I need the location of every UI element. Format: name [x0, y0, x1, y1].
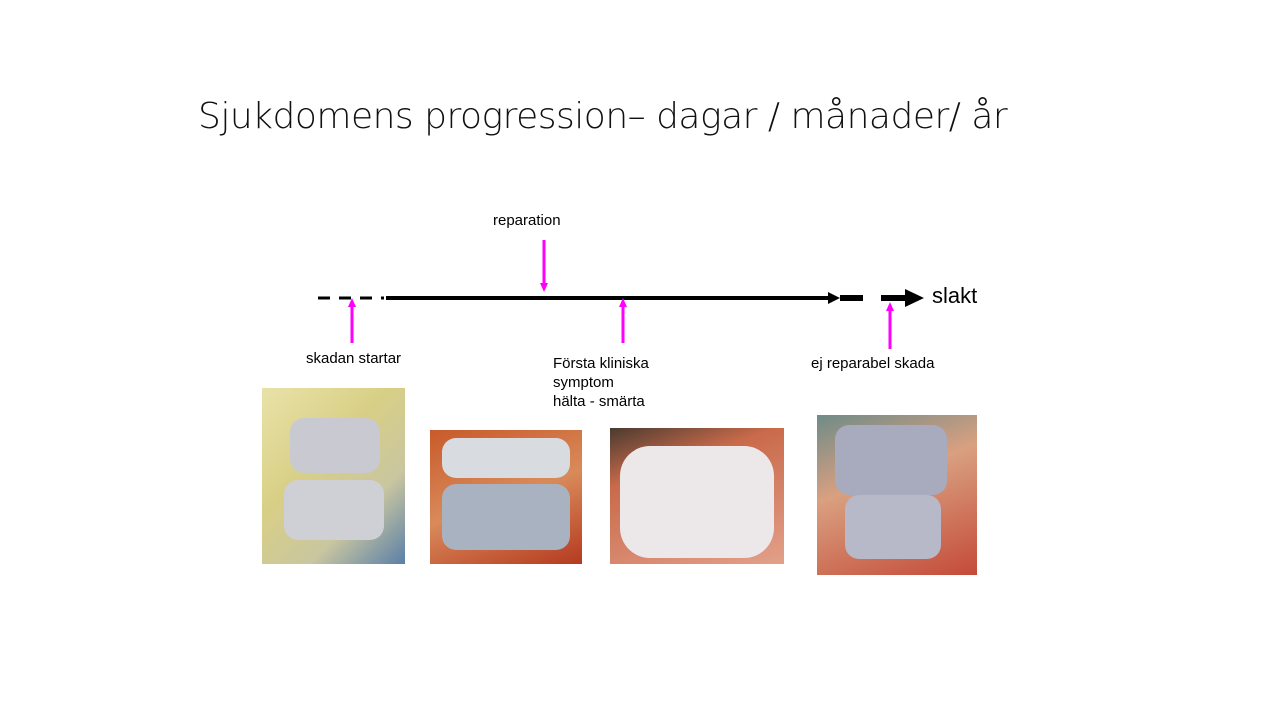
cartilage-surface — [835, 425, 947, 495]
joint-photo-1 — [262, 388, 405, 564]
skadan-startar-arrow — [348, 298, 356, 343]
joint-photo-2 — [430, 430, 582, 564]
slide-title: Sjukdomens progression– dagar / månader/… — [198, 96, 1008, 137]
ej-reparabel-arrow — [886, 302, 894, 349]
timeline-arrowhead-1 — [828, 292, 840, 304]
reparation-arrow — [540, 240, 548, 292]
cartilage-surface — [845, 495, 941, 559]
joint-photo-4 — [817, 415, 977, 575]
slakt-label: slakt — [932, 283, 978, 308]
cartilage-surface — [290, 418, 380, 473]
ej-reparabel-label: ej reparabel skada — [811, 355, 935, 372]
reparation-label: reparation — [493, 212, 561, 229]
cartilage-surface — [442, 484, 570, 550]
cartilage-surface — [442, 438, 570, 478]
forsta-kliniska-arrow — [619, 298, 627, 343]
joint-photo-3 — [610, 428, 784, 564]
timeline-arrowhead-end — [905, 289, 924, 307]
cartilage-surface — [620, 446, 774, 558]
cartilage-surface — [284, 480, 384, 540]
skadan-startar-label: skadan startar — [306, 350, 402, 367]
forsta-kliniska-label: Första kliniska symptom hälta - smärta — [553, 355, 649, 410]
